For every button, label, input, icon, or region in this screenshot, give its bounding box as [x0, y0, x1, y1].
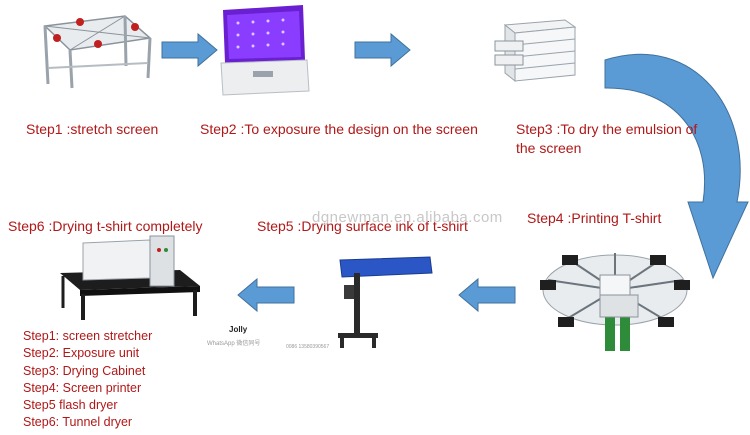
- arrow-step1-to-step2: [161, 32, 218, 68]
- contact-name: Jolly: [229, 325, 248, 334]
- step2-label: Step2 :To exposure the design on the scr…: [200, 121, 478, 137]
- equipment-legend: Step1: screen stretcher Step2: Exposure …: [23, 328, 152, 432]
- arrow-step2-to-step3: [354, 32, 411, 68]
- contact-whatsapp: WhatsApp 微信同号: [207, 341, 261, 347]
- legend-item: Step1: screen stretcher: [23, 329, 153, 343]
- arrow-step5-to-step6: [237, 277, 295, 313]
- step5-label: Step5 :Drying surface ink of t-shirt: [257, 218, 468, 234]
- step3-label-line2: the screen: [516, 140, 582, 156]
- step6-label: Step6 :Drying t-shirt completely: [8, 218, 203, 234]
- legend-item: Step5 flash dryer: [23, 398, 118, 413]
- arrow-step3-to-step4-curved: [604, 53, 749, 280]
- contact-phone: 0086 13580390567: [286, 344, 330, 350]
- flash-dryer-image: [338, 256, 433, 348]
- step3-label: Step3 :To dry the emulsion of the screen: [516, 120, 697, 158]
- legend-item: Step4: Screen printer: [23, 380, 142, 395]
- watermark: dgnewman.en.alibaba.com: [312, 209, 503, 226]
- step3-label-line1: Step3 :To dry the emulsion of: [516, 121, 698, 137]
- legend-item: Step3: Drying Cabinet: [23, 363, 146, 378]
- tunnel-dryer-image: [60, 235, 200, 320]
- legend-item: Step2: Exposure unit: [23, 346, 140, 361]
- arrow-step4-to-step5: [458, 277, 516, 313]
- drying-cabinet-image: [494, 19, 577, 83]
- legend-item: Step6: Tunnel dryer: [23, 415, 133, 430]
- exposure-unit-image: [220, 5, 310, 96]
- step4-label: Step4 :Printing T-shirt: [527, 210, 662, 226]
- screen-printer-image: [540, 253, 690, 351]
- screen-stretcher-image: [43, 15, 152, 89]
- step1-label: Step1 :stretch screen: [26, 121, 159, 137]
